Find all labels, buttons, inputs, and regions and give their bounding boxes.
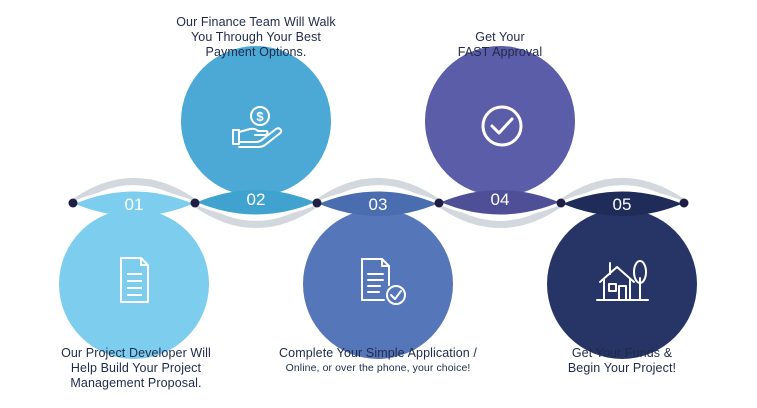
caption-line: Payment Options. [205,45,307,59]
connector-arc-top-1 [69,178,199,207]
step-caption-1: Our Project Developer Will Help Build Yo… [36,346,236,391]
step-number-3: 03 [369,195,388,214]
svg-text:$: $ [256,109,264,124]
step-number-5: 05 [613,195,632,214]
document-icon [120,257,149,303]
step-lens-1 [73,190,195,216]
connector-dot-2 [190,198,200,208]
connector-dot-5 [556,198,566,208]
house-tree-icon [596,260,649,301]
document-check-icon [361,258,406,305]
step-lens-5 [561,190,684,216]
caption-line: Get Your Funds & [571,346,673,360]
connector-dot-1 [68,198,78,208]
lens-outline-1 [72,188,196,205]
connector-dot-6 [679,198,689,208]
step-number-1: 01 [125,195,144,214]
lens-outline-5 [560,188,685,205]
step-number-4: 04 [491,190,510,209]
caption-line: Help Build Your Project [70,361,202,375]
caption-line: Our Finance Team Will Walk [176,15,336,29]
step-number-2: 02 [247,190,266,209]
caption-subline: Online, or over the phone, your choice! [285,362,471,374]
step-circle-1 [59,209,209,359]
connector-arc-bottom-2 [191,199,321,228]
lens-outline-2 [194,201,318,218]
connector-arc-top-5 [557,178,688,207]
step-circle-4 [425,46,575,196]
caption-line: Get Your [475,30,525,44]
caption-line: Management Proposal. [70,376,202,390]
connector-arc-bottom-4 [435,199,565,228]
caption-line: Our Project Developer Will [61,346,211,360]
step-caption-2: Our Finance Team Will Walk You Through Y… [156,15,356,60]
step-lens-3 [317,190,439,216]
connector-dot-3 [312,198,322,208]
lens-outline-3 [316,188,440,205]
step-circle-3 [303,209,453,359]
checkmark-circle-icon [481,105,523,147]
step-lens-2 [195,190,317,216]
step-circle-5 [547,209,697,359]
caption-line: You Through Your Best [191,30,321,44]
step-caption-5: Get Your Funds & Begin Your Project! [542,346,702,376]
lens-outline-arcs [72,188,685,218]
hand-holding-coin-icon: $ [232,106,283,148]
caption-line: Begin Your Project! [567,361,677,375]
step-caption-3: Complete Your Simple Application / Onlin… [263,346,493,376]
step-lens-4 [439,190,561,216]
lens-outline-4 [438,201,562,218]
connector-arc-top-3 [313,178,443,207]
step-circle-2 [181,46,331,196]
caption-line: Complete Your Simple Application / [279,346,477,360]
connector-dot-4 [434,198,444,208]
step-caption-4: Get Your FAST Approval [420,30,580,60]
connector-arcs [69,178,688,228]
caption-line: FAST Approval [457,45,543,59]
